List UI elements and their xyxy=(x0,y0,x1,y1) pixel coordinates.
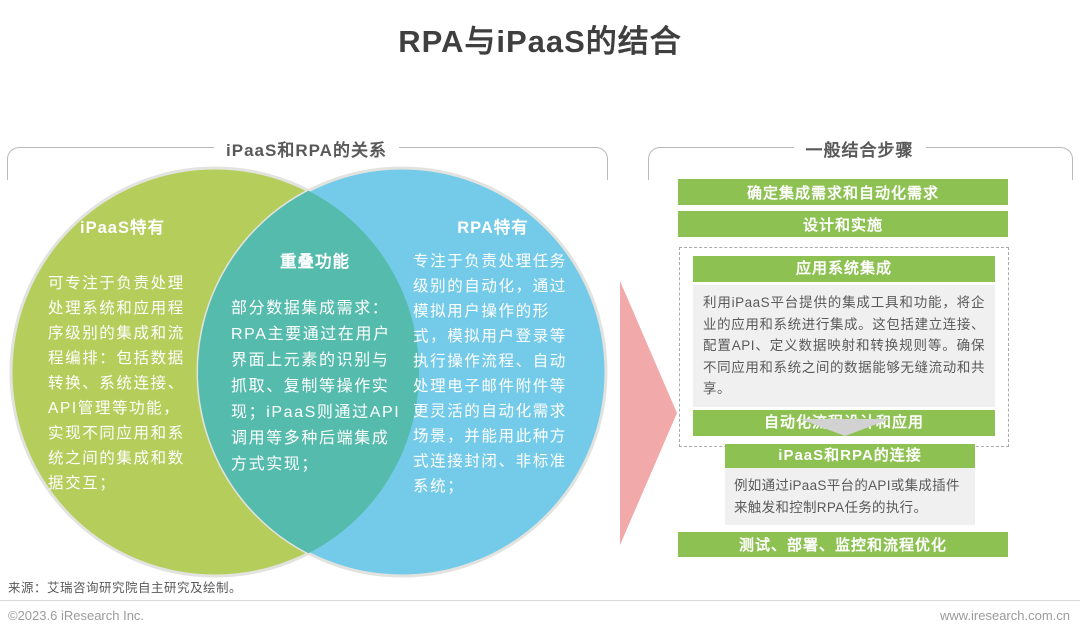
step-detail-connection: 例如通过iPaaS平台的API或集成插件来触发和控制RPA任务的执行。 xyxy=(725,468,975,525)
rpa-circle-title: RPA特有 xyxy=(457,219,529,237)
website-url: www.iresearch.com.cn xyxy=(939,608,1070,623)
overlap-lens xyxy=(198,168,419,576)
chevron-down-icon xyxy=(800,419,890,436)
steps-section-bracket xyxy=(648,147,1073,180)
overlap-title: 重叠功能 xyxy=(280,253,350,271)
step-box-connection: iPaaS和RPA的连接 xyxy=(725,444,975,468)
step-box-design: 设计和实施 xyxy=(678,211,1008,237)
copyright-text: ©2023.6 iResearch Inc. xyxy=(8,608,145,623)
connect-step-group: iPaaS和RPA的连接 例如通过iPaaS平台的API或集成插件来触发和控制R… xyxy=(725,444,975,525)
footer-divider xyxy=(0,600,1080,601)
step-box-requirements: 确定集成需求和自动化需求 xyxy=(678,179,1008,205)
rpa-circle-body: 专注于负责处理任务级别的自动化，通过模拟用户操作的形式，模拟用户登录等执行操作流… xyxy=(413,253,567,495)
ipaas-circle-body: 可专注于负责处理处理系统和应用程序级别的集成和流程编排：包括数据转换、系统连接、… xyxy=(48,275,185,492)
overlap-body: 部分数据集成需求：RPA主要通过在用户界面上元素的识别与抓取、复制等操作实现；i… xyxy=(231,300,401,473)
step-detail-system-integration: 利用iPaaS平台提供的集成工具和功能，将企业的应用和系统进行集成。这包括建立连… xyxy=(693,285,995,407)
ipaas-circle-title: iPaaS特有 xyxy=(80,219,165,237)
source-note: 来源：艾瑞咨询研究院自主研究及绘制。 xyxy=(8,581,243,595)
venn-diagram xyxy=(9,166,608,578)
dashed-step-group: 应用系统集成 利用iPaaS平台提供的集成工具和功能，将企业的应用和系统进行集成… xyxy=(679,247,1009,447)
step-box-system-integration: 应用系统集成 xyxy=(693,256,995,282)
step-box-testing: 测试、部署、监控和流程优化 xyxy=(678,532,1008,557)
page-title: RPA与iPaaS的结合 xyxy=(398,24,682,59)
flow-arrow-icon xyxy=(620,281,677,545)
